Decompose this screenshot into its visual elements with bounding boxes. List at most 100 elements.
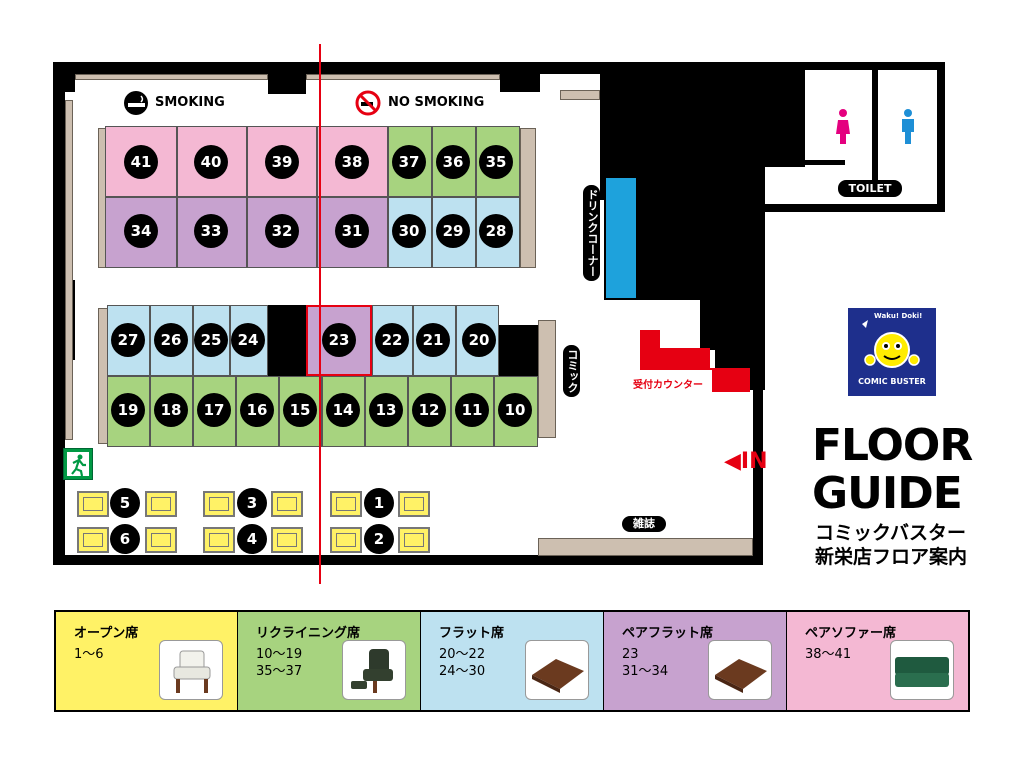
toilet-wall-right: [937, 62, 945, 212]
legend-pair-flat: ペアフラット席 23 31～34: [604, 612, 787, 710]
seat-legend: [54, 610, 970, 712]
male-icon: [900, 108, 916, 144]
seat-number: 17: [197, 393, 231, 427]
shelf-top-mid: [306, 74, 500, 80]
seat-number: 26: [154, 323, 188, 357]
title-sub1: コミックバスター: [815, 522, 967, 544]
legend-recliner: リクライニング席 10～19 35～37: [238, 612, 421, 710]
seat-number: 35: [479, 145, 513, 179]
comic-shelf-label: コミック: [563, 345, 580, 397]
open-seat-chair[interactable]: [203, 527, 235, 553]
logo-text: COMIC BUSTER: [858, 377, 926, 386]
seat-number: 16: [240, 393, 274, 427]
title-line1: FLOOR: [812, 420, 973, 471]
open-seat-chair[interactable]: [203, 491, 235, 517]
seat-number: 2: [364, 524, 394, 554]
sofa-icon: [890, 640, 954, 700]
legend-range: 38～41: [805, 647, 852, 662]
smoking-icon: [123, 90, 149, 116]
logo-small-text: Waku! Doki!: [874, 312, 923, 320]
pillar-left-2: [53, 62, 75, 92]
pair-flat-mat-icon: [708, 640, 772, 700]
seat-number: 5: [110, 488, 140, 518]
open-seat-chair[interactable]: [145, 491, 177, 517]
emergency-exit-icon: [63, 448, 93, 480]
open-seat-chair[interactable]: [398, 527, 430, 553]
drink-corner-counter: [604, 176, 638, 300]
mid-pillar-2: [499, 325, 538, 376]
open-seat-chair[interactable]: [145, 527, 177, 553]
seat-number: 4: [237, 524, 267, 554]
open-seat-chair[interactable]: [271, 491, 303, 517]
seat-number: 27: [111, 323, 145, 357]
seat-number: 33: [194, 214, 228, 248]
legend-range: 1～6: [74, 647, 104, 662]
shelf-right-top: [560, 90, 600, 100]
toilet-wall-bottom: [765, 204, 945, 212]
reception-counter: [640, 330, 752, 392]
drink-corner-label: ドリンクコーナー: [583, 185, 600, 281]
magazine-label: 雑誌: [622, 516, 666, 532]
shelf-bottom-magazine: [538, 538, 753, 556]
toilet-divider-2: [800, 160, 845, 165]
wall-bottom: [53, 555, 763, 565]
legend-title: ペアソファー席: [805, 626, 897, 641]
female-icon: [836, 108, 850, 144]
pillar-top-1: [268, 62, 306, 94]
back-area-4: [700, 290, 730, 350]
title-line2: GUIDE: [812, 468, 963, 519]
shelf-left-side: [65, 100, 73, 440]
drink-wall: [636, 175, 718, 300]
seat-number: 11: [455, 393, 489, 427]
seat-number: 15: [283, 393, 317, 427]
seat-number: 24: [231, 323, 265, 357]
seat-number: 12: [412, 393, 446, 427]
armchair-icon: [159, 640, 223, 700]
shelf-right-1: [520, 128, 536, 268]
seat-number: 40: [194, 145, 228, 179]
seat-number: 39: [265, 145, 299, 179]
seat-number: 30: [392, 214, 426, 248]
seat-number: 21: [416, 323, 450, 357]
open-seat-chair[interactable]: [330, 527, 362, 553]
shelf-right-2: [538, 320, 556, 438]
seat-number: 41: [124, 145, 158, 179]
flat-mat-icon: [525, 640, 589, 700]
reception-label: 受付カウンター: [633, 380, 703, 391]
seat-number: 10: [498, 393, 532, 427]
shelf-top-left: [75, 74, 268, 80]
floor-plan: TOILET SMOKING NO SMOKING 41 40 39 38 37…: [53, 44, 973, 584]
seat-number: 28: [479, 214, 513, 248]
legend-title: ペアフラット席: [622, 626, 714, 641]
seat-number: 34: [124, 214, 158, 248]
seat-number: 20: [462, 323, 496, 357]
seat-number: 38: [335, 145, 369, 179]
title-sub2: 新栄店フロア案内: [815, 546, 968, 568]
toilet-divider: [872, 62, 878, 182]
seat-number: 6: [110, 524, 140, 554]
wall-right-lower: [753, 390, 763, 565]
seat-number: 3: [237, 488, 267, 518]
seat-number: 36: [436, 145, 470, 179]
seat-number: 13: [369, 393, 403, 427]
open-seat-chair[interactable]: [77, 491, 109, 517]
toilet-label: TOILET: [838, 180, 902, 197]
legend-range: 20～22 24～30: [439, 647, 486, 679]
legend-open: オープン席 1～6: [56, 612, 238, 710]
open-seat-chair[interactable]: [271, 527, 303, 553]
open-seat-chair[interactable]: [330, 491, 362, 517]
legend-range: 23 31～34: [622, 647, 669, 679]
seat-number: 32: [265, 214, 299, 248]
seat-number: 23: [322, 323, 356, 357]
seat-number: 19: [111, 393, 145, 427]
legend-title: リクライニング席: [256, 626, 361, 641]
mid-pillar: [268, 305, 306, 376]
pillar-top-2: [500, 62, 540, 92]
open-seat-chair[interactable]: [77, 527, 109, 553]
wall-top: [53, 62, 603, 74]
divider-line: [319, 44, 321, 584]
open-seat-chair[interactable]: [398, 491, 430, 517]
recliner-icon: [342, 640, 406, 700]
comic-buster-logo: Waku! Doki! COMIC BUSTER: [848, 308, 936, 396]
entrance-label: ◀IN: [724, 449, 768, 474]
